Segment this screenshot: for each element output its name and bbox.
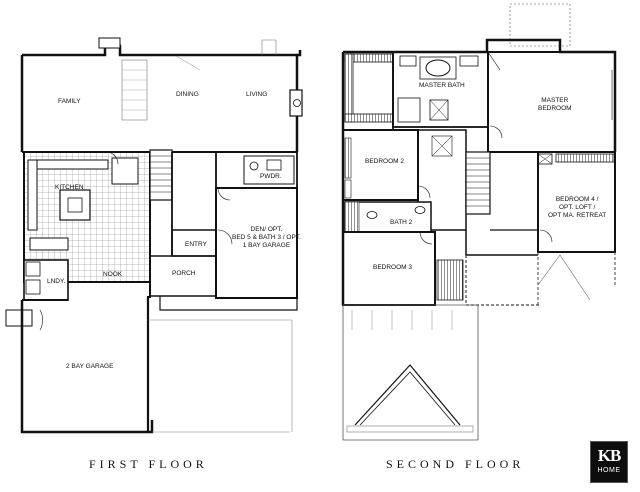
room-label-laundry: LNDY.: [47, 278, 66, 285]
room-label-garage: 2 BAY GARAGE: [66, 363, 114, 370]
room-label-living: LIVING: [246, 91, 268, 98]
kb-home-logo: KB HOME: [590, 441, 628, 483]
second-floor-plan: [341, 3, 617, 441]
room-label-bath-2: BATH 2: [390, 219, 413, 226]
bedroom-4-line-3: OPT MA. RETREAT: [548, 212, 607, 219]
master-bedroom-line-2: BEDROOM: [538, 105, 572, 112]
den-label-line-1: DEN/ OPT.: [250, 226, 283, 233]
den-label-line-3: 1 BAY GARAGE: [242, 242, 291, 249]
logo-kb-text: KB: [597, 446, 622, 465]
bedroom-4-line-1: BEDROOM 4 /: [555, 196, 599, 203]
room-label-master-bedroom: MASTER BEDROOM: [538, 97, 572, 113]
room-label-entry: ENTRY: [185, 241, 207, 248]
den-label-line-2: BED 5 & BATH 3 / OPT.: [232, 234, 301, 241]
room-label-family: FAMILY: [58, 98, 81, 105]
room-label-dining: DINING: [176, 91, 199, 98]
room-label-bedroom-2: BEDROOM 2: [365, 158, 405, 165]
room-label-pwdr: PWDR.: [260, 173, 282, 180]
master-bedroom-line-1: MASTER: [541, 97, 569, 104]
room-label-master-bath: MASTER BATH: [419, 82, 465, 89]
room-label-kitchen: KITCHEN: [55, 184, 84, 191]
first-floor-plan: [5, 37, 303, 434]
room-label-nook: NOOK: [103, 271, 123, 278]
room-label-bedroom-4: BEDROOM 4 / OPT. LOFT / OPT MA. RETREAT: [548, 196, 606, 220]
room-label-den: DEN/ OPT. BED 5 & BATH 3 / OPT. 1 BAY GA…: [232, 226, 301, 250]
room-label-bedroom-3: BEDROOM 3: [373, 264, 413, 271]
first-floor-title: FIRST FLOOR: [89, 457, 208, 471]
second-floor-title: SECOND FLOOR: [386, 457, 525, 471]
bedroom-4-line-2: OPT. LOFT /: [558, 204, 596, 211]
room-label-porch: PORCH: [172, 270, 196, 277]
logo-home-text: HOME: [597, 467, 621, 474]
